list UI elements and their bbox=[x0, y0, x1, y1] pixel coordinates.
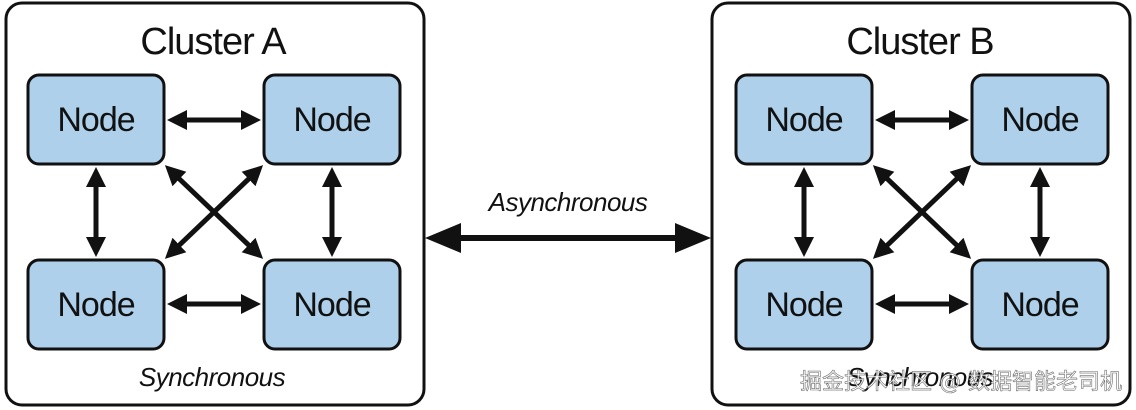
arrow-diagonal-up bbox=[164, 165, 264, 259]
cluster-b-footer: Synchronous bbox=[847, 362, 994, 392]
node-label: Node bbox=[765, 286, 842, 324]
async-link: Asynchronous bbox=[425, 187, 711, 253]
cluster-a-node-top-left: Node bbox=[26, 73, 166, 166]
cluster-a-node-bottom-right: Node bbox=[262, 258, 402, 351]
cluster-b-node-bottom-left: Node bbox=[734, 258, 874, 351]
cluster-b-node-top-right: Node bbox=[970, 73, 1110, 166]
node-label: Node bbox=[57, 101, 134, 139]
arrow-diagonal-up bbox=[872, 165, 972, 259]
node-label: Node bbox=[57, 286, 134, 324]
watermark-text: 掘金技术社区 @ 数据智能老司机 bbox=[800, 370, 1122, 395]
cluster-b-node-top-left: Node bbox=[734, 73, 874, 166]
cluster-b-title: Cluster B bbox=[846, 21, 993, 63]
cluster-a: Cluster A Node Node Node Node Synchronou… bbox=[4, 1, 426, 407]
cluster-a-footer: Synchronous bbox=[139, 362, 286, 392]
cluster-b: Cluster B Node Node Node Node Synchronou… bbox=[710, 1, 1132, 407]
node-label: Node bbox=[293, 101, 370, 139]
node-label: Node bbox=[293, 286, 370, 324]
cluster-a-node-top-right: Node bbox=[262, 73, 402, 166]
cluster-a-node-bottom-left: Node bbox=[26, 258, 166, 351]
node-label: Node bbox=[765, 101, 842, 139]
cluster-a-title: Cluster A bbox=[140, 21, 287, 63]
async-label: Asynchronous bbox=[487, 187, 648, 217]
cluster-b-node-bottom-right: Node bbox=[970, 258, 1110, 351]
node-label: Node bbox=[1001, 286, 1078, 324]
node-label: Node bbox=[1001, 101, 1078, 139]
